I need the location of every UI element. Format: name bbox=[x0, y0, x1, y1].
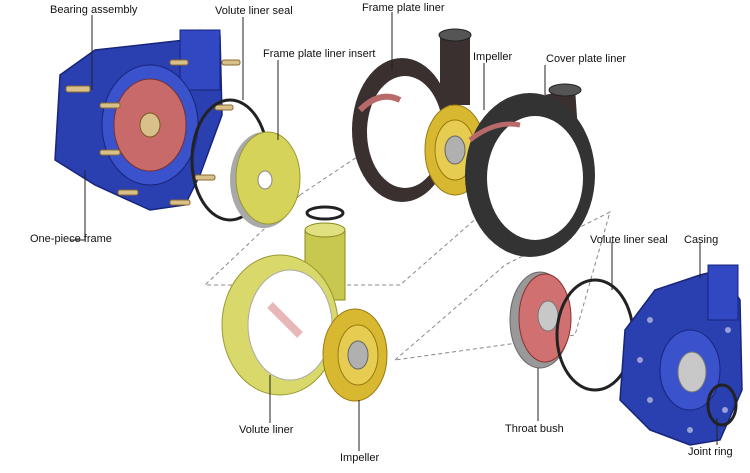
label-throat-bush: Throat bush bbox=[505, 423, 564, 435]
label-impeller-bottom: Impeller bbox=[340, 452, 380, 464]
label-joint-ring: Joint ring bbox=[688, 446, 733, 458]
label-volute-liner-seal-right: Volute liner seal bbox=[590, 234, 668, 246]
cover-plate-liner bbox=[465, 83, 595, 257]
label-casing: Casing bbox=[684, 234, 719, 246]
volute-top-seal-ring bbox=[305, 205, 345, 221]
label-bearing-assembly: Bearing assembly bbox=[50, 4, 138, 16]
throat-bush bbox=[509, 271, 572, 369]
label-impeller-top: Impeller bbox=[473, 51, 513, 63]
joint-ring-shape bbox=[706, 383, 738, 427]
label-cover-plate-liner: Cover plate liner bbox=[546, 53, 627, 65]
label-frame-plate-liner: Frame plate liner bbox=[362, 2, 445, 14]
label-volute-liner: Volute liner bbox=[239, 424, 294, 436]
one-piece-frame bbox=[54, 29, 241, 211]
impeller-bottom bbox=[322, 308, 388, 402]
frame-plate-liner-insert bbox=[230, 131, 301, 228]
leader-lines bbox=[70, 12, 718, 451]
volute-liner bbox=[221, 205, 346, 396]
casing bbox=[619, 264, 743, 446]
label-frame-plate-liner-insert: Frame plate liner insert bbox=[263, 48, 376, 60]
label-volute-liner-seal-top: Volute liner seal bbox=[215, 5, 293, 17]
label-one-piece-frame: One-piece frame bbox=[30, 233, 112, 245]
